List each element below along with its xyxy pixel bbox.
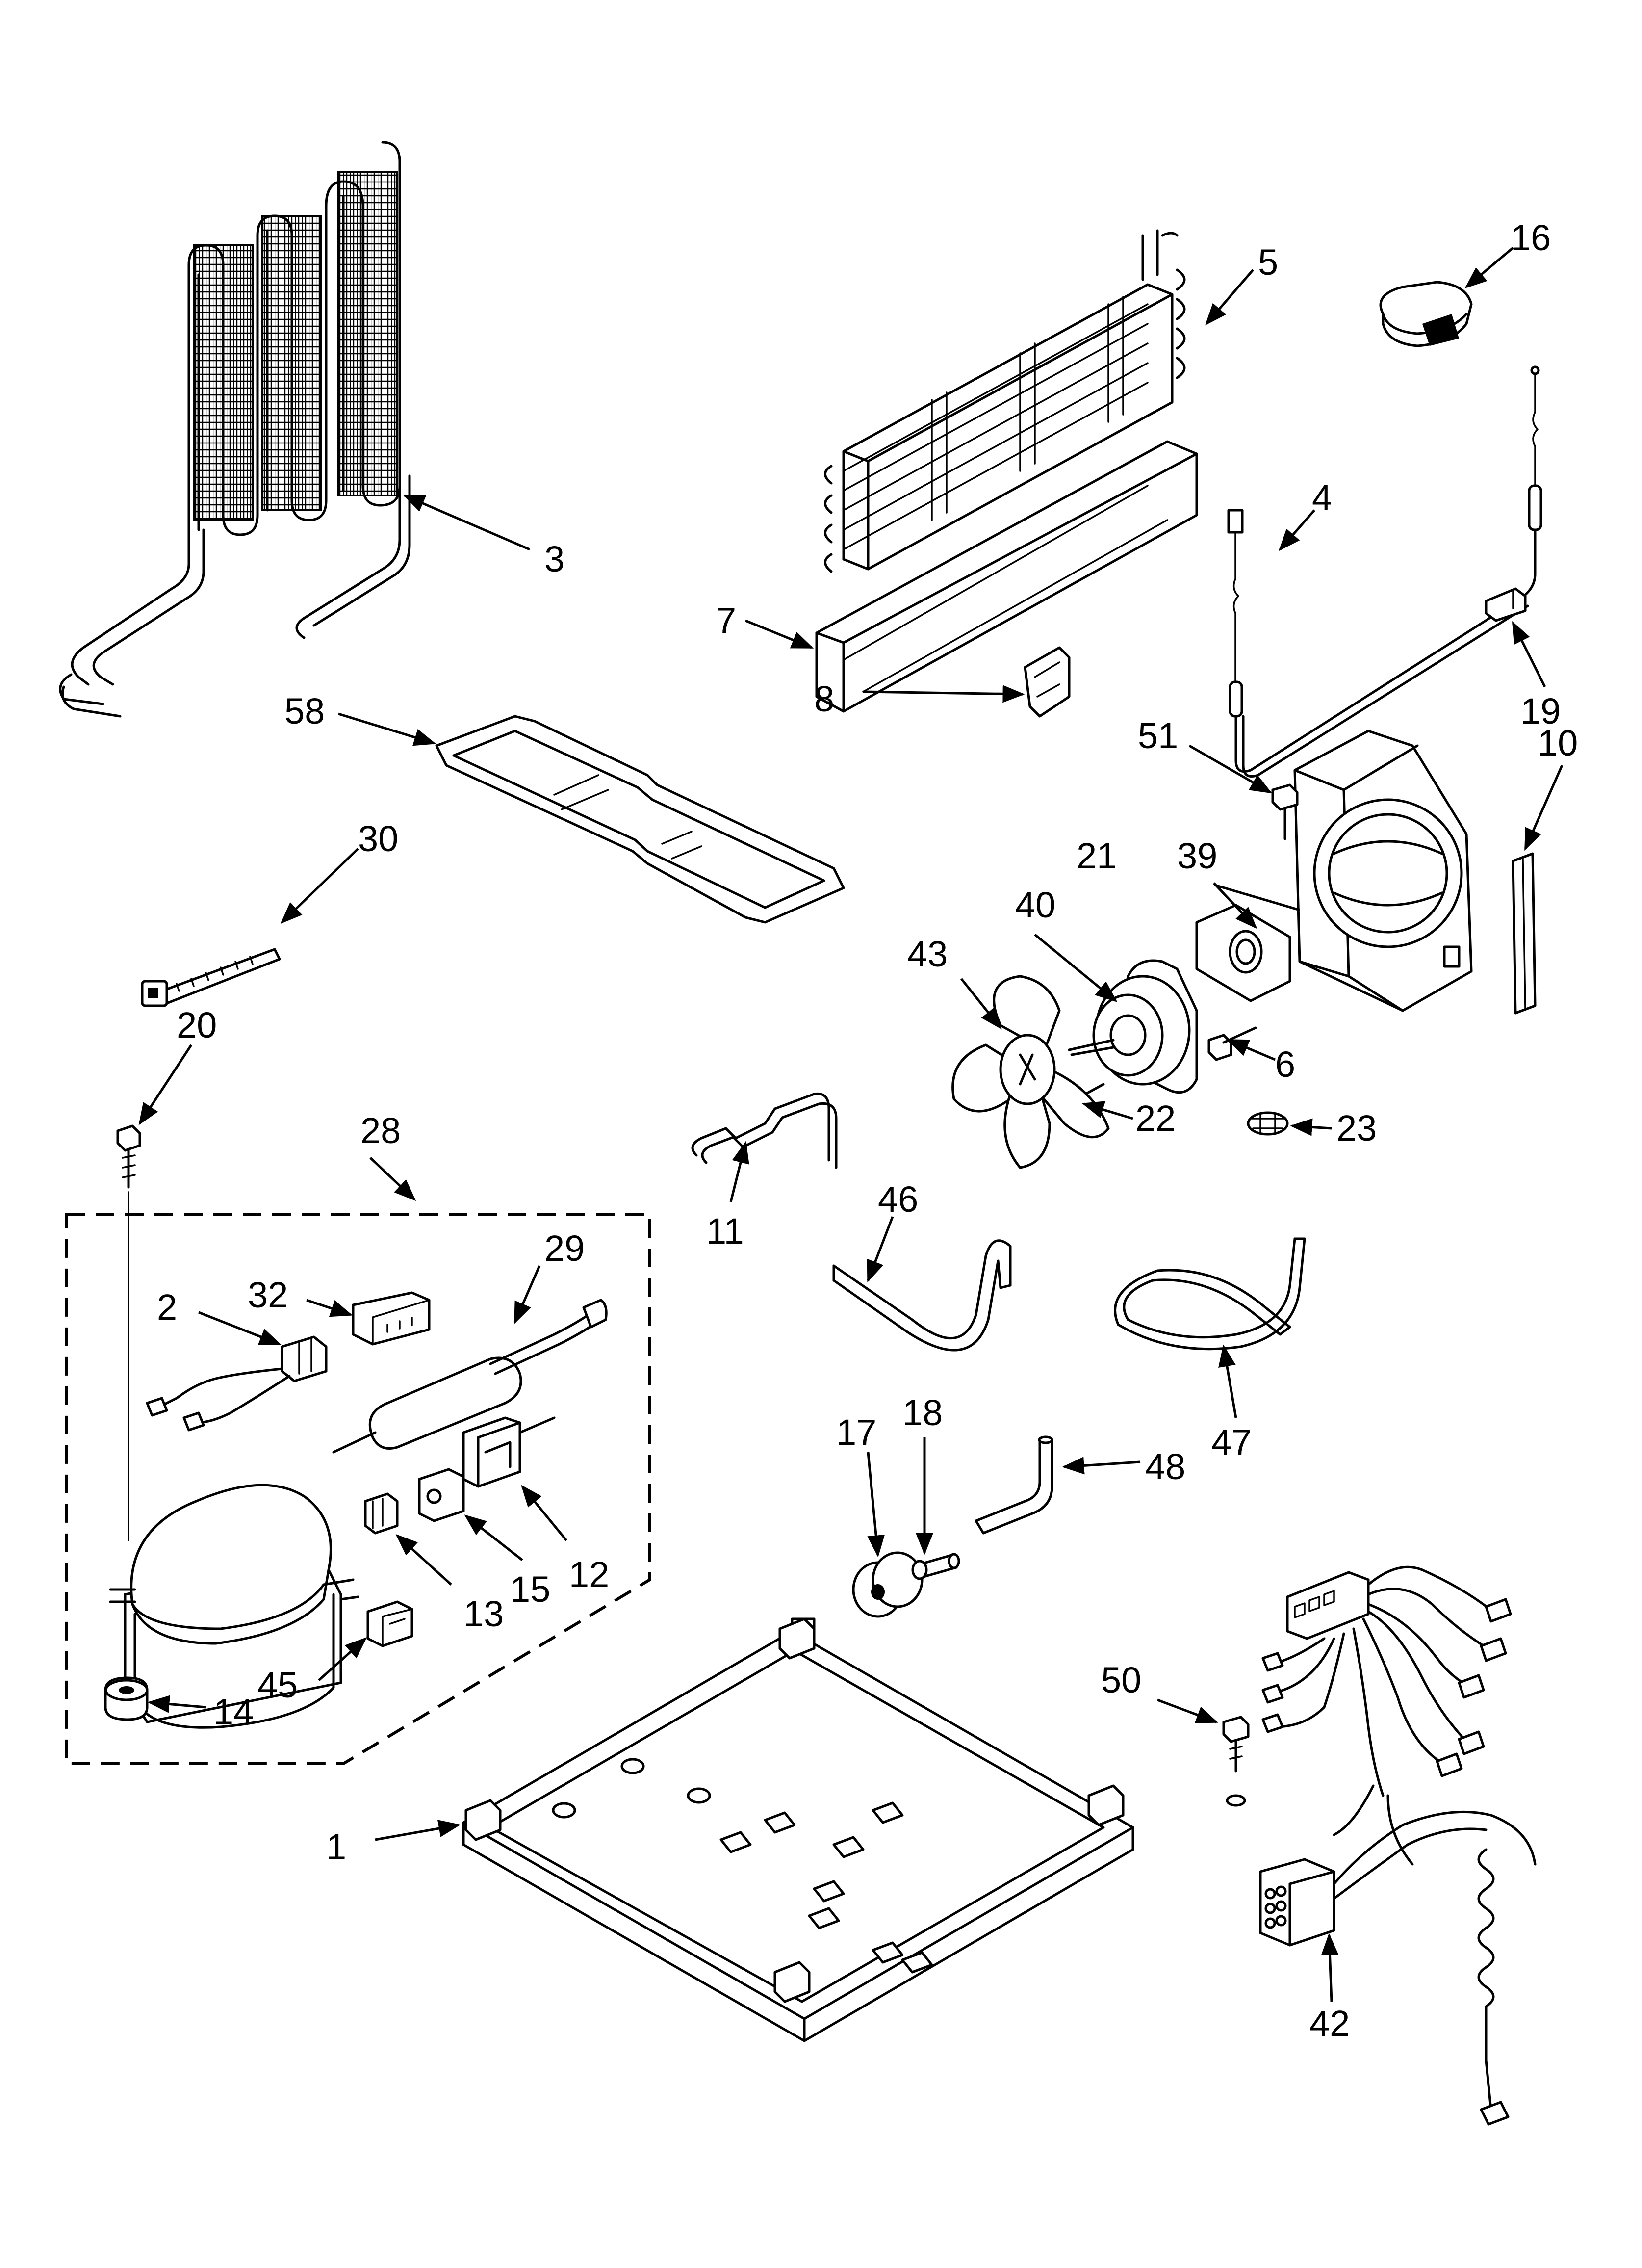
filter-drier <box>332 1299 608 1454</box>
hose-47 <box>1114 1237 1306 1351</box>
fan-grommet <box>1247 1111 1289 1136</box>
start-relay-connector <box>146 1335 328 1432</box>
callout-21: 21 <box>1077 835 1117 876</box>
start-relay <box>462 1416 556 1488</box>
wire-clip <box>1485 587 1527 622</box>
callout-22: 22 <box>1135 1098 1176 1139</box>
compressor-kit-outline <box>65 1213 651 1765</box>
callout-5: 5 <box>1258 242 1278 283</box>
callout-45: 45 <box>257 1665 298 1705</box>
callout-14: 14 <box>213 1692 254 1732</box>
callout-11: 11 <box>706 1211 744 1251</box>
callout-58: 58 <box>284 691 325 731</box>
shroud-gasket <box>1195 904 1291 1002</box>
callout-20: 20 <box>177 1005 217 1045</box>
callout-32: 32 <box>248 1275 288 1315</box>
roller-axle <box>911 1553 960 1580</box>
callout-10: 10 <box>1538 723 1578 763</box>
callout-29: 29 <box>544 1228 585 1269</box>
callout-50: 50 <box>1101 1660 1141 1700</box>
harness-screw <box>1222 1716 1250 1807</box>
drain-trough <box>815 440 1198 713</box>
callout-39: 39 <box>1177 835 1217 876</box>
tube-48 <box>975 1435 1053 1535</box>
cable-tie <box>141 948 281 1007</box>
gasket-strip <box>1512 852 1537 1015</box>
callout-6: 6 <box>1275 1044 1295 1085</box>
wire-bracket <box>691 1092 838 1169</box>
callout-15: 15 <box>510 1569 550 1610</box>
callout-46: 46 <box>878 1179 918 1220</box>
callout-labels: 3 5 16 4 7 8 19 58 30 51 10 21 39 40 43 … <box>157 217 1578 2044</box>
callout-23: 23 <box>1336 1108 1377 1148</box>
callout-7: 7 <box>716 600 736 641</box>
callout-51: 51 <box>1138 715 1178 756</box>
callout-17: 17 <box>836 1412 876 1453</box>
callout-40: 40 <box>1015 885 1055 925</box>
callout-1: 1 <box>326 1826 346 1867</box>
base-frame <box>462 1617 1134 2042</box>
callout-2: 2 <box>157 1287 177 1328</box>
callout-43: 43 <box>907 934 948 974</box>
callout-4: 4 <box>1312 477 1332 518</box>
overload-protector <box>418 1468 465 1522</box>
callout-19: 19 <box>1520 691 1561 731</box>
mounting-screw <box>116 1124 141 1541</box>
evaporator-fan-motor <box>1068 959 1198 1094</box>
callout-16: 16 <box>1511 217 1551 258</box>
compressor-grommet <box>104 1676 149 1721</box>
fan-shroud <box>1293 730 1473 1012</box>
callout-30: 30 <box>358 818 398 859</box>
callout-8: 8 <box>814 678 834 719</box>
fan-blade <box>951 975 1110 1169</box>
evaporator-clip <box>1024 646 1071 718</box>
shroud-screw <box>1271 783 1299 840</box>
terminal-block <box>366 1600 413 1647</box>
condenser-coil <box>59 141 411 718</box>
thermostat-wire <box>1227 365 1542 778</box>
callout-12: 12 <box>569 1554 609 1595</box>
roller-wheel <box>852 1551 924 1618</box>
wiring-harness <box>1259 1565 1537 2126</box>
drain-tube-46 <box>832 1239 1012 1352</box>
callout-28: 28 <box>360 1110 401 1151</box>
callout-42: 42 <box>1309 2003 1350 2044</box>
motor-screw-6 <box>1207 1026 1257 1061</box>
callout-3: 3 <box>544 539 564 579</box>
drain-pan <box>435 715 845 924</box>
callout-18: 18 <box>902 1392 943 1433</box>
leader-lines <box>138 247 1564 2002</box>
terminal-clip <box>364 1492 399 1535</box>
callout-13: 13 <box>463 1593 504 1634</box>
heater-cap <box>1379 281 1473 347</box>
evaporator <box>824 229 1186 573</box>
callout-48: 48 <box>1145 1446 1185 1487</box>
relay-cover <box>352 1291 431 1346</box>
callout-47: 47 <box>1211 1422 1252 1462</box>
